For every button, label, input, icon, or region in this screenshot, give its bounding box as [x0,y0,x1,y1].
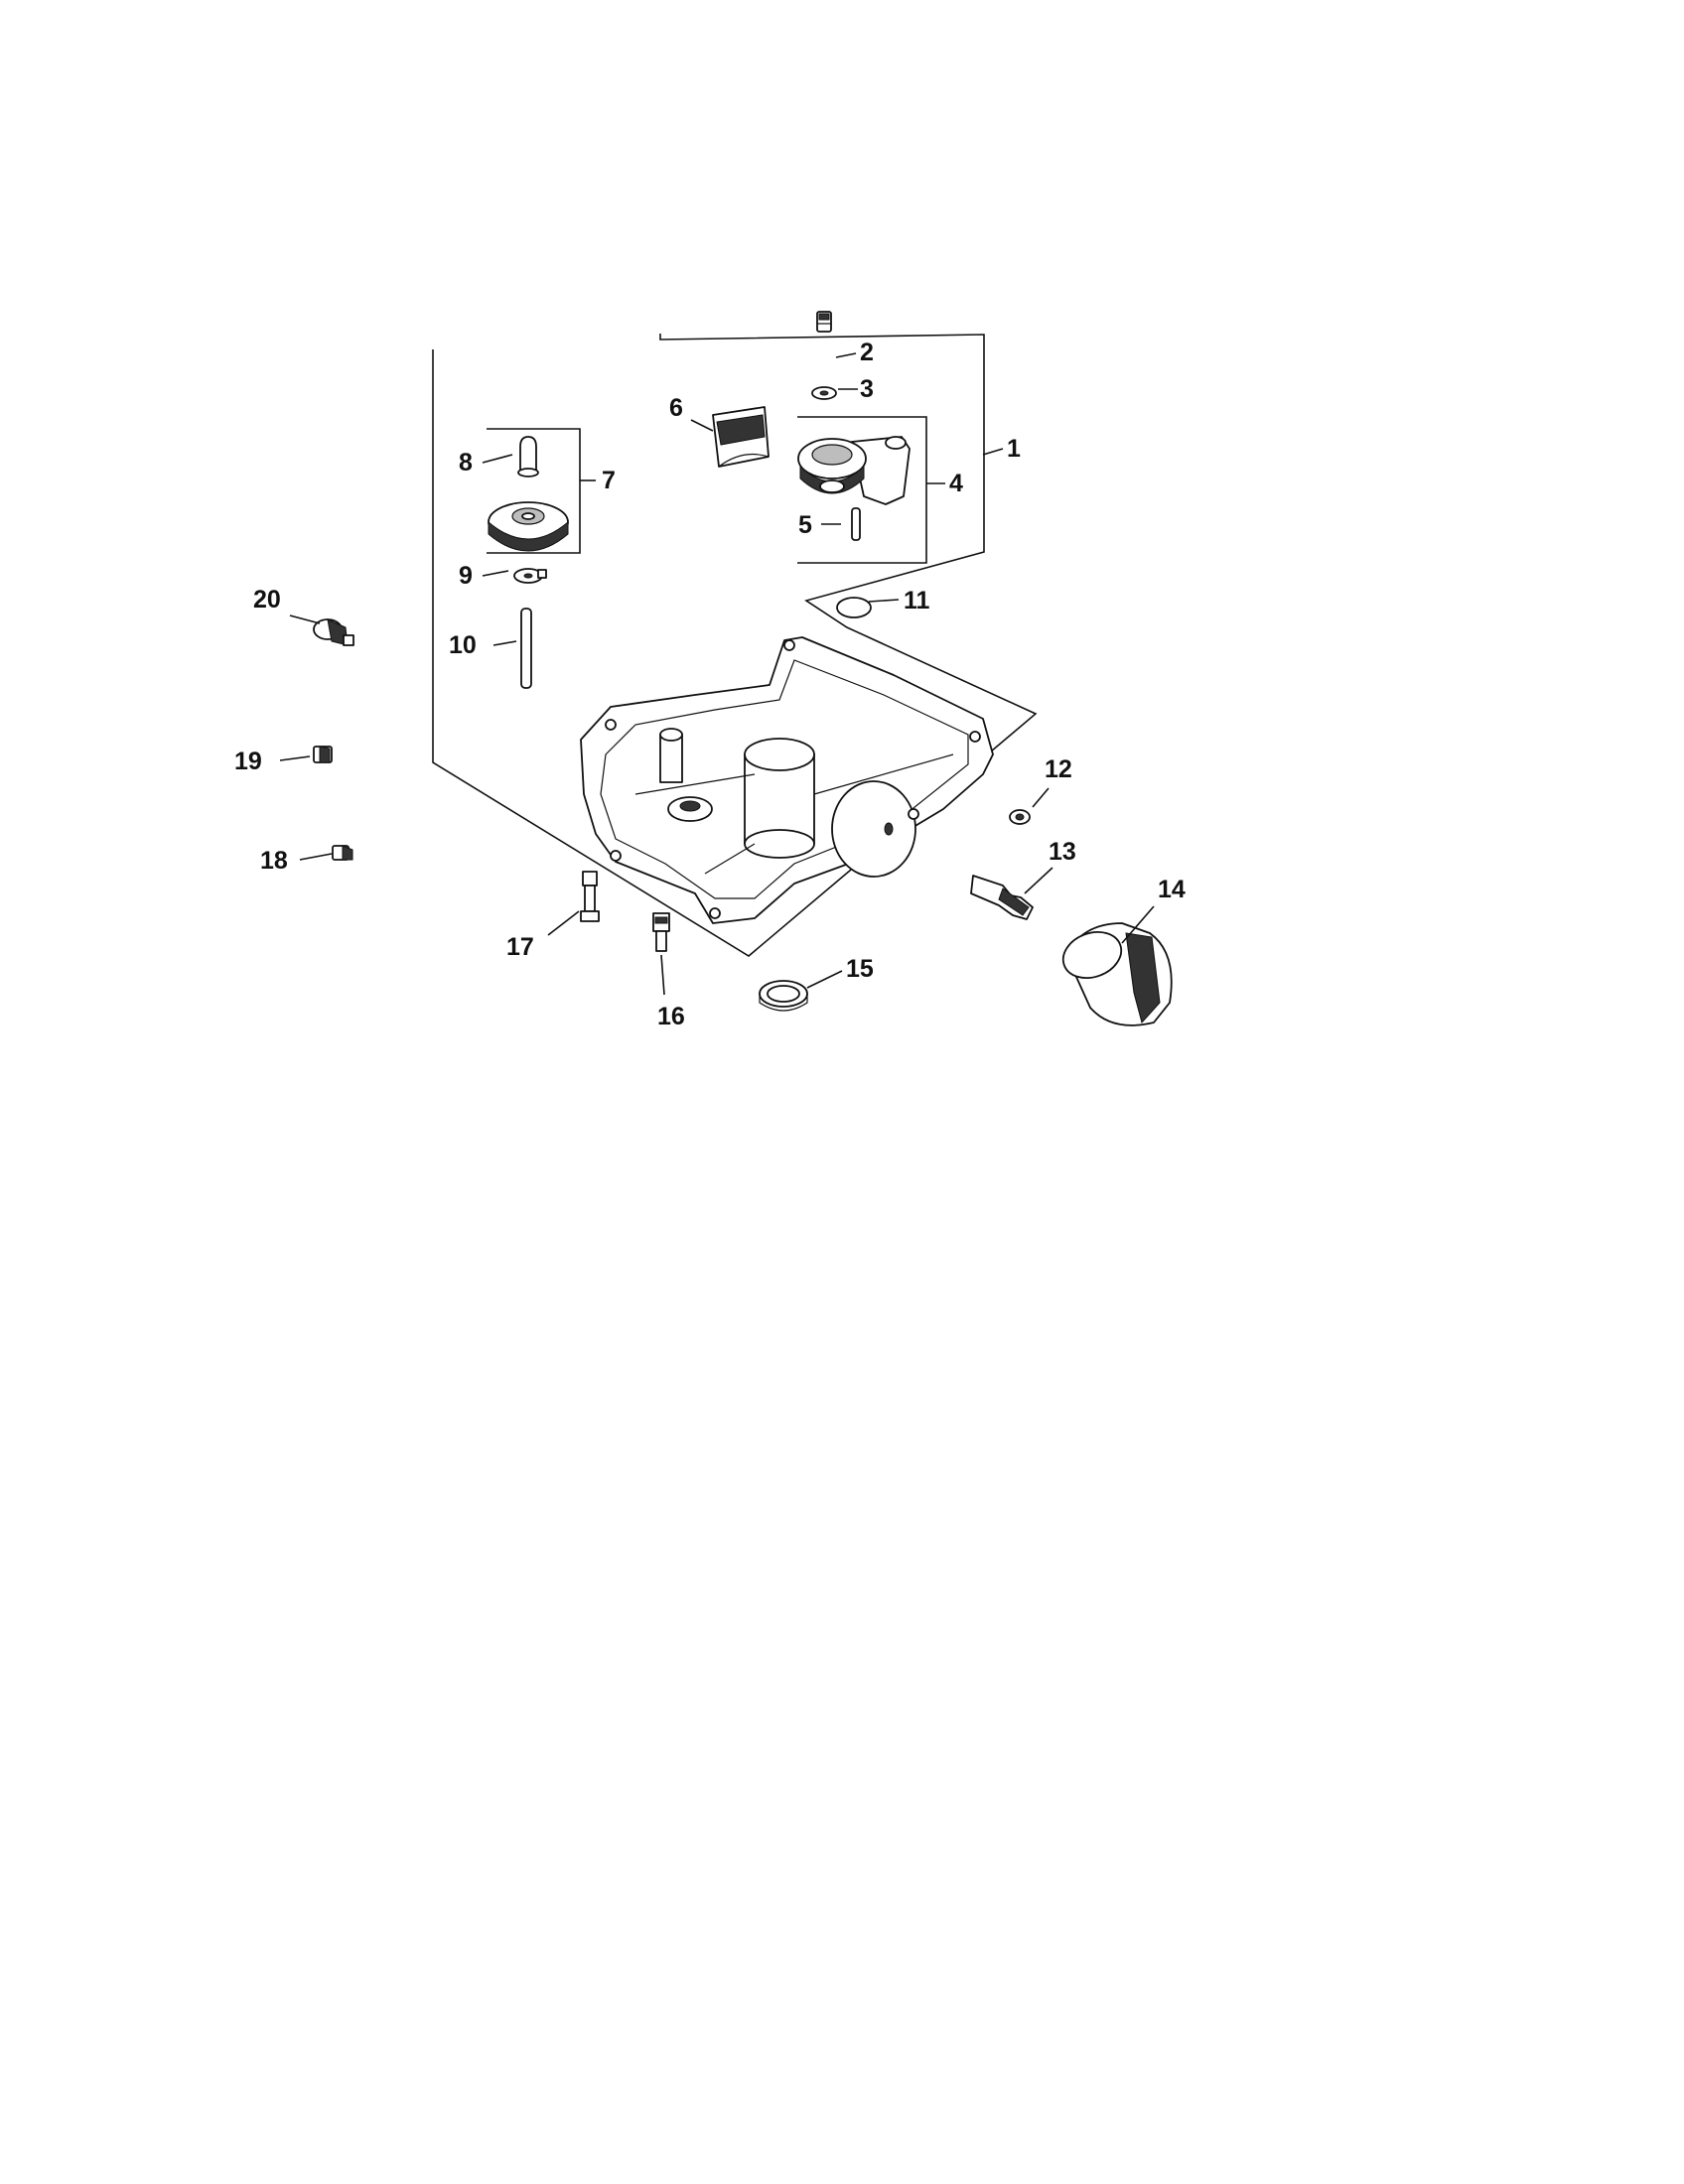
callout-11: 11 [904,587,930,614]
oil-pan-housing [580,636,994,924]
assembly-frame-1 [432,334,1038,957]
callout-18: 18 [260,847,288,875]
callout-2: 2 [860,339,874,366]
callout-4: 4 [949,470,963,497]
callout-1: 1 [1007,435,1021,463]
callout-6: 6 [669,394,683,422]
callout-15: 15 [846,955,874,983]
rod-part-10 [520,608,532,689]
pin-part-5 [851,507,861,541]
oil-filter-part-14 [1061,922,1173,1026]
gear-part-7 [488,501,569,552]
fitting-part-18 [332,845,353,861]
plug-part-12 [1009,809,1031,825]
callout-19: 19 [234,748,262,775]
callout-9: 9 [459,562,473,590]
bolt-part-16 [652,912,670,952]
oil-pump-part-4 [797,436,911,505]
callout-labels: 1 2 3 4 5 6 7 8 9 10 11 12 13 14 15 16 1… [234,339,1186,1030]
callout-12: 12 [1045,755,1072,783]
shaft-part-8 [517,436,539,478]
bracket-group-4 [797,416,927,564]
seal-part-15 [759,980,808,1012]
callout-17: 17 [506,933,534,961]
bolt-part-17 [580,871,600,922]
bearing-shell-part-6 [712,406,770,468]
fitting-part-19 [313,746,333,763]
bracket-group-7 [487,428,581,554]
callout-16: 16 [657,1003,685,1030]
callout-14: 14 [1158,876,1186,903]
pressure-switch-part-20 [313,618,354,646]
callout-7: 7 [602,467,616,494]
leader-lines [279,352,1155,996]
o-ring-part-11 [836,597,872,618]
callout-5: 5 [798,511,812,539]
callout-3: 3 [860,375,874,403]
thrust-washer-part-9 [513,568,547,584]
callout-10: 10 [449,631,477,659]
nipple-part-13 [970,875,1034,920]
washer-part-3 [811,386,837,400]
callout-13: 13 [1049,838,1076,866]
callout-8: 8 [459,449,473,477]
screw-part-2 [816,311,832,333]
callout-20: 20 [253,586,281,614]
